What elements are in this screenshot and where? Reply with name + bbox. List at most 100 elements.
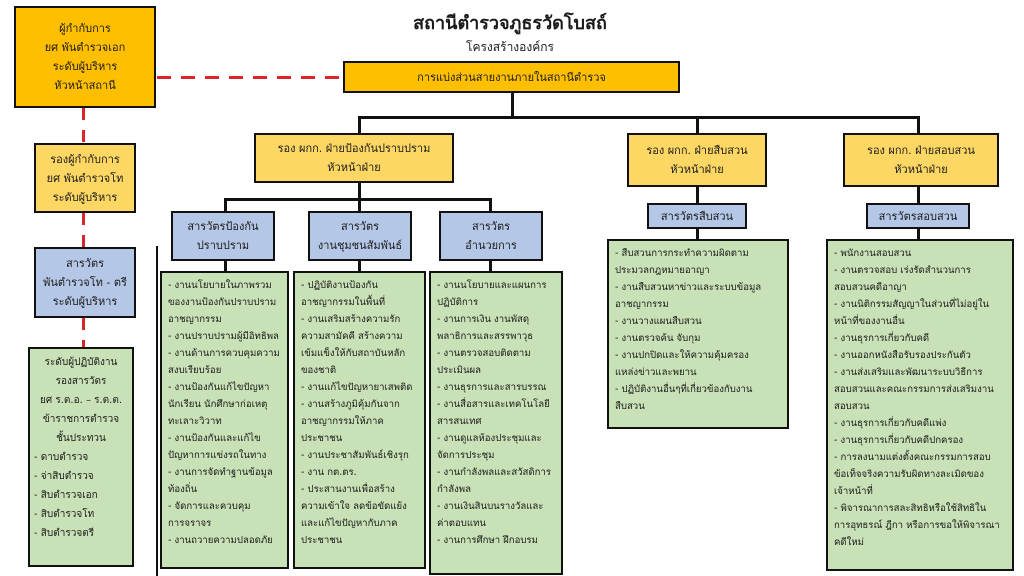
community-duties-list: - ปฏิบัติงานป้องกันอาชญากรรมในพื้นที่- ง… [293,271,426,569]
unit-title-line: ปราบปราม [196,239,250,252]
connector-line [358,198,361,212]
connector-line [358,116,361,134]
inquiry-head-line: หัวหน้าฝ่าย [894,163,948,176]
duty-item: - สืบสวนการกระทำความผิดตาม [615,248,749,259]
page-title: สถานีตำรวจภูธรวัดโบสถ์ [413,13,607,34]
duty-item: - งานตรวจค้น จับกุม [615,333,701,344]
chief-box: ผู้กำกับการ ยศ พันตำรวจเอก ระดับผู้บริหา… [14,6,156,108]
duty-item: สืบสวน [615,401,645,412]
duty-item: ทะเลาะวิวาท [168,416,222,427]
connector-line [358,116,920,119]
operational-header-line: ชั้นประทวน [56,433,106,444]
duty-item: อาชญากรรมในพื้นที่ [301,297,386,308]
duty-item: ของชาติ [301,365,337,376]
rank-item: - สิบตำรวจตรี [34,528,95,539]
prevention-duties-list: - งานนโยบายในภาพรวมของงานป้องกันปราบปราม… [160,271,289,569]
connector-line [511,92,514,118]
investigation-duties-list: - สืบสวนการกระทำความผิดตามประมวลกฎหมายอา… [607,239,789,429]
duty-item: อาชญากรรมให้ภาค [301,416,384,427]
duty-item: - งานแก้ไขปัญหายาเสพติด [301,382,413,393]
admin-unit-box: สารวัตร อำนวยการ [439,211,543,261]
duty-item: - งานป้องกันแก้ไขปัญหา [168,382,270,393]
duty-item: - พนักงานสอบสวน [834,248,912,259]
duty-item: - พิจารณาการสละสิทธิหรือใช้สิทธิใน [834,503,987,514]
unit-title-line: สารวัตรป้องกัน [187,220,259,233]
duty-item: - งาน กต.ตร. [301,467,357,478]
duty-item: - งานการเงิน งานพัสดุ [437,314,530,325]
duty-item: - งานปราบปรามผู้มีอิทธิพล [168,331,279,342]
rank-item: - สิบตำรวจเอก [34,490,98,501]
duty-item: สอบสวนและคณะกรรมการส่งเสริมงาน [834,384,994,395]
duty-item: ความสามัคคี สร้างความ [301,331,403,342]
duty-item: เจ้าหน้าที่ [834,486,873,497]
duty-item: จัดการประชุม [437,450,495,461]
duty-item: นักเรียน นักศึกษาก่อเหตุ [168,399,268,410]
duty-item: ปัญหาการแข่งรถในทาง [168,450,267,461]
duty-item: - งานป้องกันและแก้ไข [168,433,261,444]
duty-item: - งานเงินสินบนรางวัลและ [437,501,544,512]
inquiry-duties-list: - พนักงานสอบสวน- งานตรวจสอบ เร่งรัดสำนวน… [826,239,1014,571]
chief-line: หัวหน้าสถานี [54,79,116,92]
duty-item: - งานตรวจสอบติดตาม [437,348,531,359]
divider-line [156,246,158,576]
duty-item: การจราจร [168,518,212,529]
unit-title-line: งานชุมชนสัมพันธ์ [317,239,403,252]
duty-item: พลาธิการและสรรพาวุธ [437,331,534,342]
duty-item: ประเมินผล [437,365,482,376]
duty-item: ข้อเท็จจริงความรับผิดทางละเมิดของ [834,469,984,480]
unit-title-line: สารวัตร [340,220,380,233]
duty-item: - งานปกปิดและให้ความคุ้มครอง [615,350,749,361]
connector-line [696,116,699,134]
inspector-line: สารวัตร [65,257,105,270]
duty-item: - งานธุรการเกี่ยวกับคดีแพ่ง [834,418,947,429]
connector-line [358,182,361,200]
chief-line: ระดับผู้บริหาร [52,60,118,73]
investigation-head-line: หัวหน้าฝ่าย [670,163,724,176]
duty-item: ประชาชน [301,433,343,444]
prevention-head-box: รอง ผกก. ฝ่ายป้องกันปราบปราม หัวหน้าฝ่าย [254,133,454,183]
inspector-line: ระดับผู้บริหาร [52,295,118,308]
duty-item: แหล่งข่าวและพยาน [615,367,697,378]
page-subtitle: โครงสร้างองค์กร [466,40,554,54]
duty-item: - งานธุรการและสารบรรณ [437,382,547,393]
duty-item: - งานเสริมสร้างความรัก [301,314,401,325]
unit-title-line: สารวัตรสืบสวน [660,209,734,223]
operational-level-box: ระดับผู้ปฏิบัติงาน รองสารวัตร ยศ ร.ต.อ. … [28,347,134,567]
duty-item: คดีใหม่ [834,537,864,548]
connector-line [696,228,699,240]
duty-item: - งานธุรการเกี่ยวกับคดี [834,333,930,344]
duty-item: - จัดการและควบคุม [168,501,251,512]
duty-item: - งานธุรการเกี่ยวกับคดีปกครอง [834,435,964,446]
duty-item: - งานด้านการควบคุมความ [168,348,280,359]
deputy-chief-box: รองผู้กำกับการ ยศ พันตำรวจโท ระดับผู้บริ… [34,143,136,213]
duty-item: - งานนโยบายในภาพรวม [168,280,272,291]
deputy-chief-line: ยศ พันตำรวจโท [46,171,124,185]
investigation-head-line: รอง ผกก. ฝ่ายสืบสวน [646,144,748,157]
rank-item: - ดาบตำรวจ [34,452,89,463]
rank-item: - จ่าสิบตำรวจ [34,471,94,482]
division-header-label: การแบ่งส่วนสายงานภายในสถานีตำรวจ [417,70,606,84]
duty-item: ประชาชน [301,535,343,546]
prevention-head-line: หัวหน้าฝ่าย [327,161,381,174]
chief-line: ผู้กำกับการ [59,22,111,35]
duty-item: - งานสืบสวนหาข่าวและระบบข้อมูล [615,282,762,293]
duty-item: อาชญากรรม [615,299,669,310]
inspector-line: พันตำรวจโท - ตรี [43,276,127,289]
duty-item: - งานการศึกษา ฝึกอบรม [437,535,538,546]
prevention-head-line: รอง ผกก. ฝ่ายป้องกันปราบปราม [277,142,431,155]
connector-line [917,228,920,240]
operational-header-line: ระดับผู้ปฏิบัติงาน [44,357,118,368]
duty-item: - งานการจัดทำฐานข้อมูล [168,467,273,478]
unit-title-line: สารวัตร [471,220,511,233]
duty-item: ปฏิบัติการ [437,297,479,308]
duty-item: - งานออกหนังสือรับรองประกันตัว [834,350,971,361]
rank-item: - สิบตำรวจโท [34,509,95,520]
duty-item: และแก้ไขปัญหากับภาค [301,518,398,529]
operational-header-line: ข้าราชการตำรวจ [42,414,120,425]
connector-line [489,198,492,212]
duty-item: - งานกำลังพลและสวัสดิการ [437,467,551,478]
duty-item: ค่าตอบแทน [437,518,486,529]
connector-line [224,260,227,272]
connector-line [696,186,699,204]
duty-item: กำลังพล [437,484,471,495]
